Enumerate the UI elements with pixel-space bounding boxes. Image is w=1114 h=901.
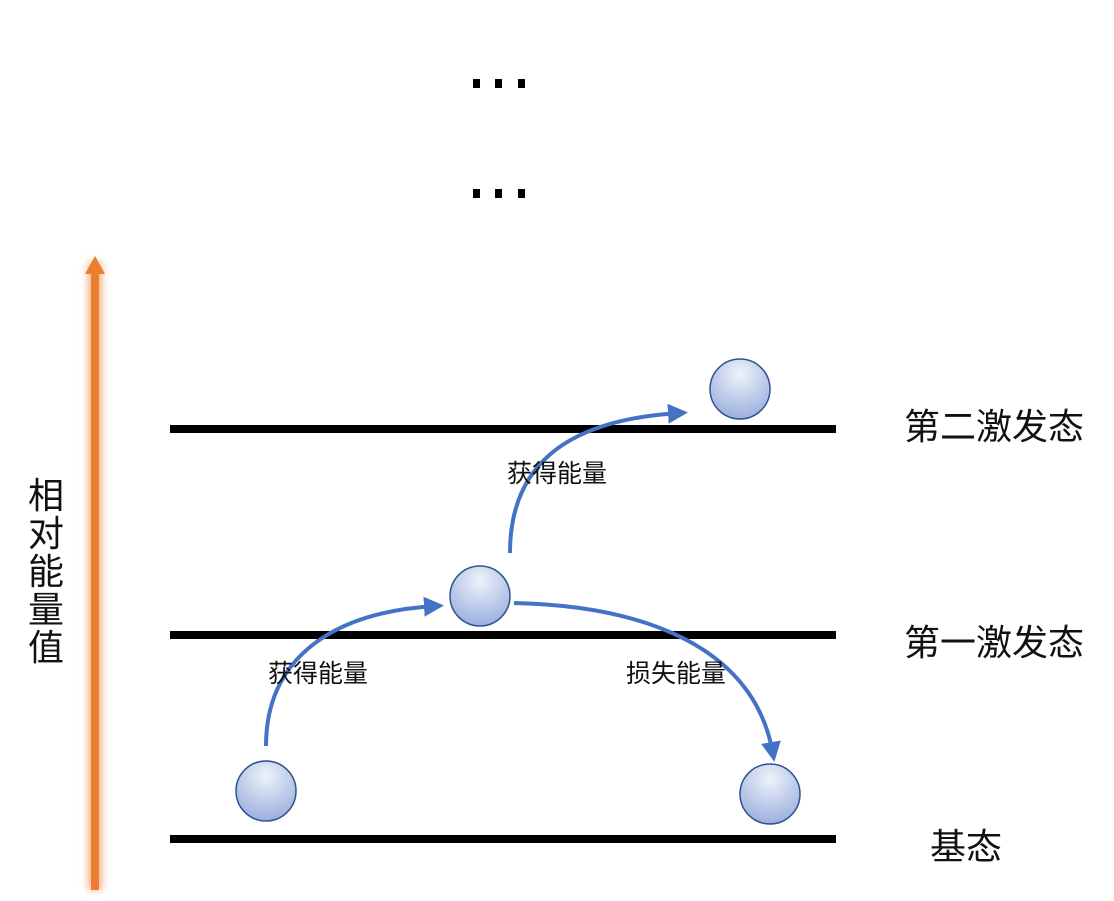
particle-first-excited [449,565,511,627]
ground-level-line [170,835,836,843]
particle-ground-left [235,760,297,822]
first-excited-level-line [170,631,836,639]
ground-level-label: 基态 [930,827,1003,868]
energy-axis-label: 相对能量值 [27,476,64,669]
second-excited-level-label: 第二激发态 [904,407,1085,448]
arrow-first-to-second [508,403,688,554]
particle-second-excited [709,358,771,420]
gain-energy-label-upper: 获得能量 [507,459,608,488]
arrow-first-to-ground [513,601,781,762]
particle-ground-right [739,763,801,825]
second-excited-level-line [170,425,836,433]
ellipsis-middle [473,189,525,198]
first-excited-level-label: 第一激发态 [904,623,1085,664]
ellipsis-top [473,79,525,88]
energy-axis-arrow [85,256,105,890]
gain-energy-label-lower: 获得能量 [268,659,369,688]
lose-energy-label: 损失能量 [626,659,727,688]
arrow-ground-to-first [264,596,444,747]
